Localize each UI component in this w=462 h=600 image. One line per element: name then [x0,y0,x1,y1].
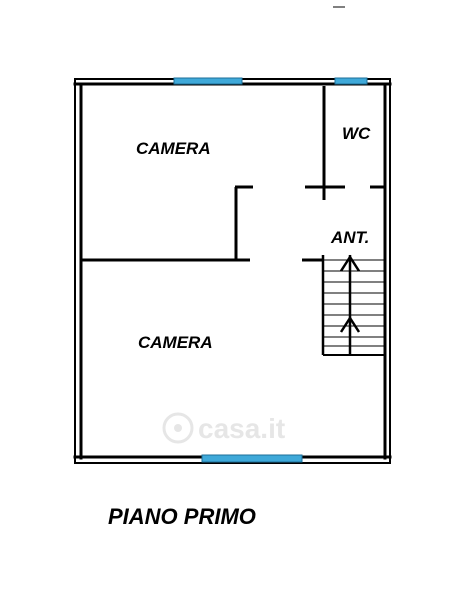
room-label-camera-upper: CAMERA [136,139,211,158]
stair-up-arrow-icon [339,254,361,272]
window-top-right [334,77,368,85]
watermark: casa.it [162,412,285,444]
watermark-logo-dot-icon [174,424,182,432]
room-label-camera-lower: CAMERA [138,333,213,352]
interior-walls [82,86,384,262]
stair-up-arrow-icon [339,315,361,333]
outer-wall-shell [74,78,391,464]
watermark-logo-icon [162,412,194,444]
watermark-text: casa.it [198,413,285,444]
floor-title: PIANO PRIMO [108,504,256,529]
room-label-anteroom: ANT. [330,228,369,247]
windows [173,77,368,463]
window-top-left [173,77,243,85]
room-label-wc: WC [342,124,371,143]
staircase [321,254,384,356]
window-bottom [201,454,303,463]
